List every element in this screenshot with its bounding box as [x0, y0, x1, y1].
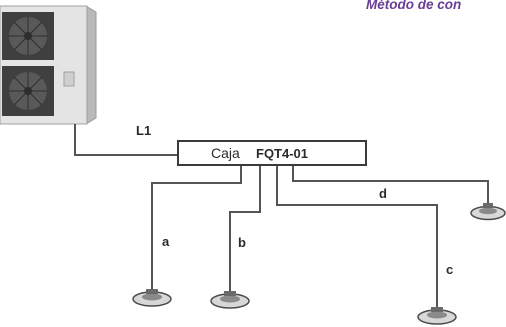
outdoor-unit-icon	[0, 5, 97, 125]
ceiling-cassette-icon	[132, 289, 172, 307]
branch-pipe-d	[292, 164, 489, 206]
pipe-label-c: c	[446, 262, 453, 277]
branch-pipe-c	[276, 164, 438, 311]
branch-pipe-a	[151, 164, 242, 292]
pipe-label-a: a	[162, 234, 170, 249]
ceiling-cassette-icon	[470, 203, 506, 221]
ceiling-cassette-icon	[210, 291, 250, 309]
distribution-box: Caja FQT4-01	[177, 140, 367, 166]
page-header: Método de con	[366, 0, 462, 12]
pipe-label-d: d	[379, 186, 387, 201]
main-pipe-l1	[74, 124, 178, 156]
pipe-label-l1: L1	[136, 123, 151, 138]
ceiling-cassette-icon	[417, 307, 457, 325]
pipe-label-b: b	[238, 235, 246, 250]
distribution-box-model: FQT4-01	[256, 146, 308, 161]
branch-pipe-b	[229, 164, 261, 295]
distribution-box-prefix: Caja	[211, 145, 240, 161]
